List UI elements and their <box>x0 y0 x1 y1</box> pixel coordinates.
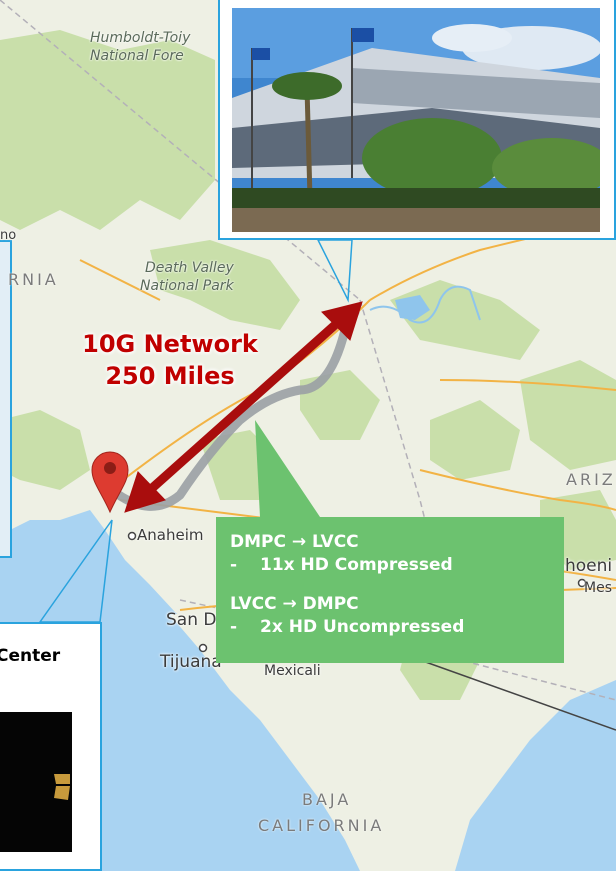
center-logo-image <box>0 712 72 852</box>
baja-coast <box>170 610 430 871</box>
convention-center-photo-frame <box>218 0 616 240</box>
network-label: 10G Network 250 Miles <box>60 328 280 392</box>
route-line <box>107 307 360 511</box>
city-dots <box>127 531 587 653</box>
location-pin-icon <box>91 451 129 514</box>
network-arrow <box>124 301 363 513</box>
lake-mead <box>395 295 430 320</box>
photo-callout-pointer <box>316 239 353 303</box>
death-valley-label: Death Valley <box>145 260 234 276</box>
green-callout-pointer <box>255 420 320 517</box>
phoenix-label: hoeni <box>565 556 613 576</box>
center-label: Center <box>0 646 61 666</box>
connector-line <box>419 659 616 731</box>
california-region-label: RNIA <box>8 270 59 289</box>
tijuana-label: Tijuana <box>160 652 222 672</box>
bandwidth-callout: DMPC → LVCC -11x HD Compressed LVCC → DM… <box>216 517 564 663</box>
callout-item-uncompressed: -2x HD Uncompressed <box>230 617 465 637</box>
left-info-panel <box>0 240 12 558</box>
baja-region-label: BAJA <box>302 790 352 809</box>
center-photo-box: Center <box>0 622 102 871</box>
network-speed: 10G Network <box>82 330 258 358</box>
humboldt-label: Humboldt-Toiy <box>90 30 191 46</box>
city-partial-label: no <box>0 228 17 243</box>
mesa-label: Mes <box>584 580 612 596</box>
network-distance: 250 Miles <box>105 362 235 390</box>
national-park-label: National Park <box>140 278 234 294</box>
convention-center-photo <box>232 8 600 232</box>
anaheim-label: Anaheim <box>137 526 204 544</box>
box-callout-pointer <box>38 519 113 623</box>
gulf-water <box>455 680 616 871</box>
national-forest-label: National Fore <box>90 48 184 64</box>
arizona-region-label: ARIZ <box>566 470 616 489</box>
callout-item-compressed: -11x HD Compressed <box>230 555 453 575</box>
baja-california-region-label: CALIFORNIA <box>258 816 385 835</box>
mexicali-label: Mexicali <box>264 663 321 679</box>
san-diego-label: San Di <box>166 610 222 630</box>
callout-heading-dmpc-to-lvcc: DMPC → LVCC <box>230 532 359 552</box>
callout-heading-lvcc-to-dmpc: LVCC → DMPC <box>230 594 359 614</box>
